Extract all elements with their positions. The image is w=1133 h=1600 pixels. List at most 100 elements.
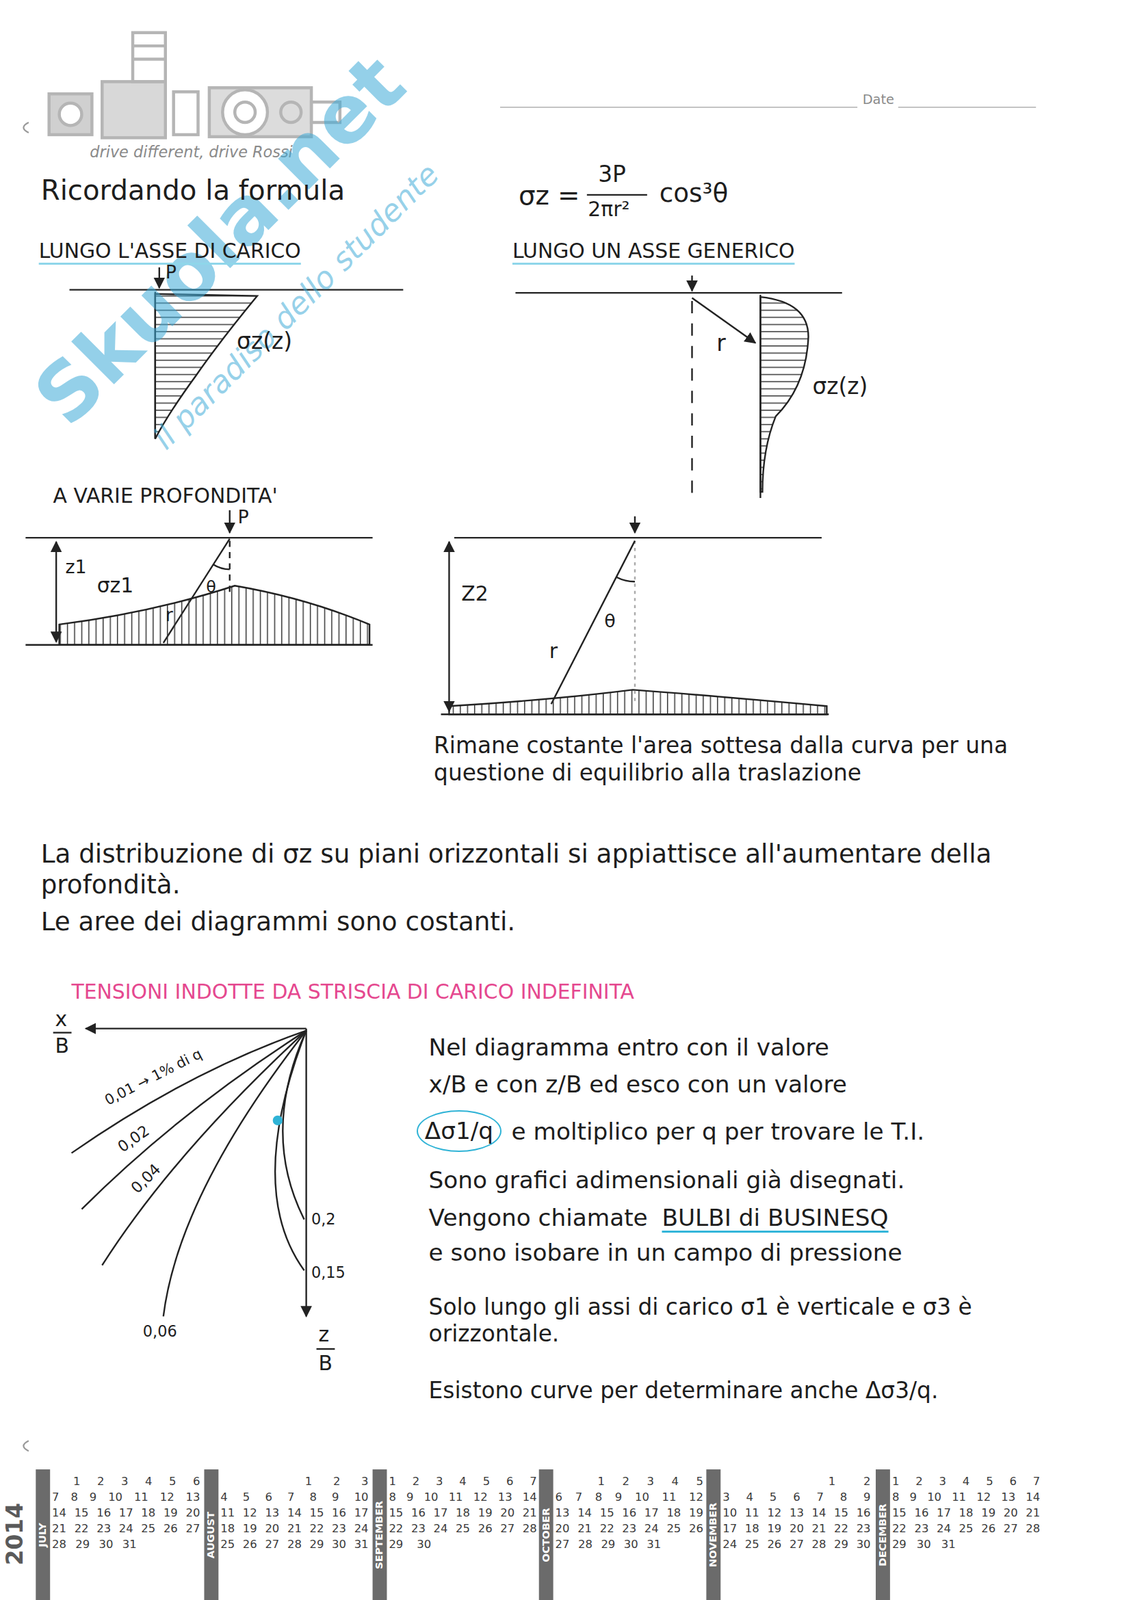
calendar-row: 15 16 17 18 19 20 21 (388, 1506, 537, 1521)
punch-mark (23, 122, 29, 133)
calendar-month-bar (35, 1469, 50, 1600)
calendar-row: 15 16 17 18 19 20 21 (892, 1506, 1040, 1521)
calendar-row: 25 26 27 28 29 30 31 (220, 1538, 369, 1552)
calendar-row: 13 14 15 16 17 18 19 (555, 1506, 704, 1521)
note-text: Ricordando la formula (41, 173, 345, 207)
section-heading: TENSIONI INDOTTE DA STRISCIA DI CARICO I… (71, 979, 635, 1005)
calendar-month-bar (203, 1469, 219, 1600)
shallow-depth-figure (25, 510, 373, 646)
axis-label: B (55, 1033, 70, 1059)
calendar-year: 2014 (2, 1503, 29, 1566)
axis-label: z (318, 1322, 330, 1348)
angle-label: θ (205, 577, 217, 598)
depth-label: Z2 (461, 581, 488, 607)
isobar-label: 0,15 (311, 1263, 346, 1283)
generic-axis-figure (760, 296, 809, 492)
logo-graphic (132, 57, 166, 61)
logo-graphic (173, 91, 199, 135)
calendar-row: 27 28 29 30 31 (555, 1538, 662, 1552)
note-text: Esistono curve per determinare anche Δσ3… (428, 1377, 939, 1405)
deep-depth-figure (634, 516, 636, 533)
calendar-row: 22 23 24 25 26 27 28 (892, 1522, 1040, 1536)
logo-graphic (222, 89, 268, 135)
logo-graphic (49, 93, 93, 135)
radius-label: r (716, 330, 726, 358)
calendar-row: 11 12 13 14 15 16 17 (220, 1506, 369, 1521)
calendar-row: 17 18 19 20 21 22 23 (722, 1522, 871, 1536)
deep-depth-figure (448, 541, 450, 712)
calendar-month-bar (706, 1469, 721, 1600)
punch-mark (23, 1440, 29, 1452)
radius-label: r (165, 604, 174, 627)
calendar-month: DECEMBER (877, 1469, 890, 1600)
isobar-label: 0,06 (142, 1322, 178, 1341)
calendar-row: 20 21 22 23 24 25 26 (555, 1522, 704, 1536)
calendar-month: OCTOBER (539, 1469, 553, 1600)
calendar-row: 8 9 10 11 12 13 14 (892, 1490, 1040, 1505)
logo-graphic (234, 101, 256, 123)
deep-depth-figure (551, 541, 635, 705)
calendar-month: JULY (36, 1469, 50, 1600)
figure-heading: LUNGO UN ASSE GENERICO (512, 238, 796, 264)
boussinesq-bulbs-chart (81, 1031, 306, 1210)
formula-term: σz = (518, 179, 581, 213)
calendar-month: AUGUST (205, 1469, 218, 1600)
header-rule (500, 106, 1036, 108)
isobar-label: 0,2 (311, 1210, 336, 1229)
formula-fraction-bar (587, 194, 648, 196)
note-text: e sono isobare in un campo di pressione (428, 1239, 903, 1268)
boussinesq-bulbs-chart (163, 1031, 307, 1318)
logo-graphic (59, 103, 83, 126)
calendar-month-bar (539, 1469, 554, 1600)
calendar-row: 1 2 3 4 5 6 7 (892, 1475, 1040, 1489)
note-text: Nel diagramma entro con il valore (428, 1033, 830, 1062)
calendar-row: 3 4 5 6 7 8 9 (722, 1490, 871, 1505)
calendar-row: 8 9 10 11 12 13 14 (388, 1490, 537, 1505)
shallow-depth-figure (55, 541, 57, 642)
calendar-month: SEPTEMBER (373, 1469, 386, 1600)
generic-axis-figure (691, 275, 693, 291)
curve-label: σz(z) (812, 373, 869, 401)
note-text: Vengono chiamate (428, 1204, 648, 1233)
calendar-month-bar (35, 1469, 891, 1600)
calendar-row: 4 5 6 7 8 9 10 (220, 1490, 369, 1505)
boussinesq-bulbs-chart (53, 1031, 72, 1034)
isobar-label: 0,04 (127, 1159, 165, 1197)
calendar-row: 22 23 24 25 26 27 28 (388, 1522, 537, 1536)
calendar-row: 1 2 3 (305, 1475, 369, 1489)
calendar-row: 1 2 (828, 1475, 871, 1489)
radius-label: r (549, 639, 558, 664)
logo-graphic (101, 81, 165, 138)
calendar-row: 18 19 20 21 22 23 24 (220, 1522, 369, 1536)
calendar-row: 7 8 9 10 11 12 13 (51, 1490, 200, 1505)
boussinesq-bulbs-chart (71, 1031, 307, 1154)
header-rule (898, 106, 1036, 108)
note-text: e moltiplico per q per trovare le T.I. (511, 1117, 926, 1146)
note-text: Solo lungo gli assi di carico σ1 è verti… (428, 1294, 1042, 1349)
curve-label: σz1 (97, 573, 135, 598)
formula-fraction-bar (587, 194, 648, 196)
figure-heading: A VARIE PROFONDITA' (53, 483, 278, 509)
deep-depth-figure (441, 516, 830, 715)
key-term: BULBI di BUSINESQ (661, 1204, 889, 1233)
note-text: Rimane costante l'area sottesa dalla cur… (433, 732, 1047, 787)
calendar-row: 21 22 23 24 25 26 27 (51, 1522, 200, 1536)
formula-term: 3P (597, 161, 627, 189)
axis-label: B (318, 1351, 332, 1376)
angle-label: θ (604, 610, 616, 633)
formula-term: cos³θ (659, 177, 729, 209)
calendar-row: 10 11 12 13 14 15 16 (722, 1506, 871, 1521)
boussinesq-bulbs-chart (275, 1031, 307, 1272)
calendar-row: 14 15 16 17 18 19 20 (51, 1506, 200, 1521)
load-label: P (165, 261, 177, 284)
header-label: Date (862, 91, 895, 108)
deep-depth-figure (448, 689, 827, 715)
boussinesq-bulbs-chart (282, 1031, 306, 1220)
calendar-row: 1 2 3 4 5 (597, 1475, 704, 1489)
figure-heading: LUNGO L'ASSE DI CARICO (38, 238, 302, 264)
boussinesq-bulbs-chart (273, 1116, 282, 1125)
boussinesq-bulbs-chart (53, 1029, 336, 1350)
logo-graphic (132, 32, 166, 83)
